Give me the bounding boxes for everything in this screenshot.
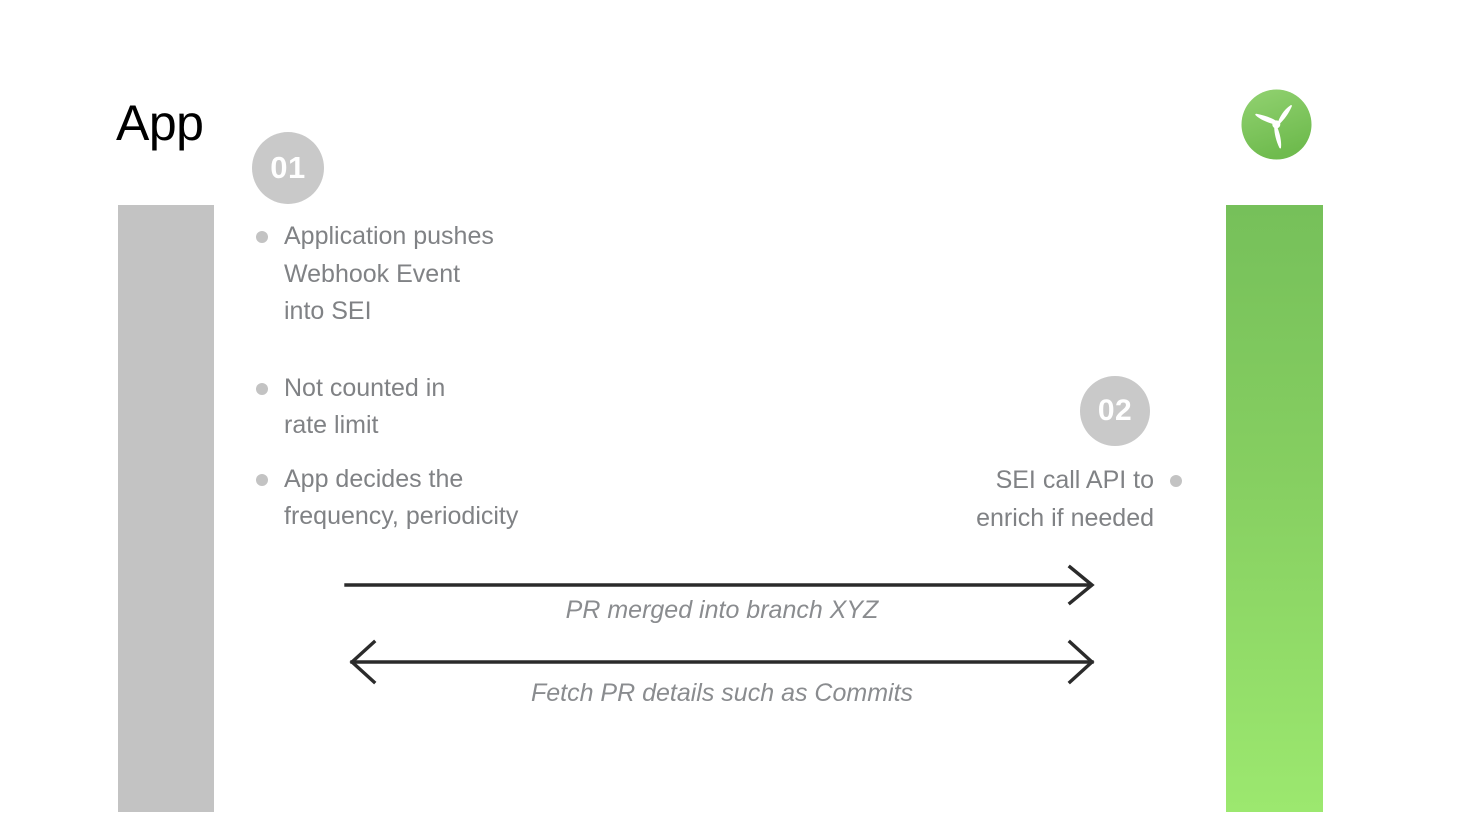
propeller-logo-icon — [1241, 89, 1312, 160]
page-title: App — [116, 95, 204, 151]
step-badge-02-number: 02 — [1097, 394, 1133, 427]
left-bullet-list: Application pushes Webhook Event into SE… — [256, 218, 676, 536]
list-item: SEI call API to enrich if needed — [800, 462, 1182, 537]
bullet-dot-icon — [256, 382, 268, 395]
step-badge-01: 01 — [252, 132, 324, 204]
arrow-fetch-pr-details — [344, 638, 1100, 686]
list-item-label: SEI call API to enrich if needed — [976, 466, 1154, 532]
list-item-label: App decides the frequency, periodicity — [284, 464, 519, 531]
sei-column-bar — [1226, 205, 1323, 812]
list-item: Not counted in rate limit — [256, 370, 676, 445]
step-badge-02: 02 — [1080, 376, 1150, 446]
arrow-label-fetch-pr-details: Fetch PR details such as Commits — [530, 679, 914, 707]
arrow-pr-merged — [344, 564, 1100, 606]
bullet-dot-icon — [256, 473, 268, 486]
right-bullet-list: SEI call API to enrich if needed — [800, 462, 1182, 537]
bullet-dot-icon — [1170, 475, 1182, 487]
list-item-label: Not counted in rate limit — [284, 373, 446, 440]
app-column-bar — [118, 205, 214, 812]
list-item: App decides the frequency, periodicity — [256, 461, 676, 536]
step-badge-01-number: 01 — [270, 150, 306, 185]
list-item: Application pushes Webhook Event into SE… — [256, 218, 676, 331]
arrow-label-pr-merged: PR merged into branch XYZ — [565, 596, 879, 624]
bullet-dot-icon — [256, 231, 268, 243]
list-item-label: Application pushes Webhook Event into SE… — [284, 222, 494, 325]
